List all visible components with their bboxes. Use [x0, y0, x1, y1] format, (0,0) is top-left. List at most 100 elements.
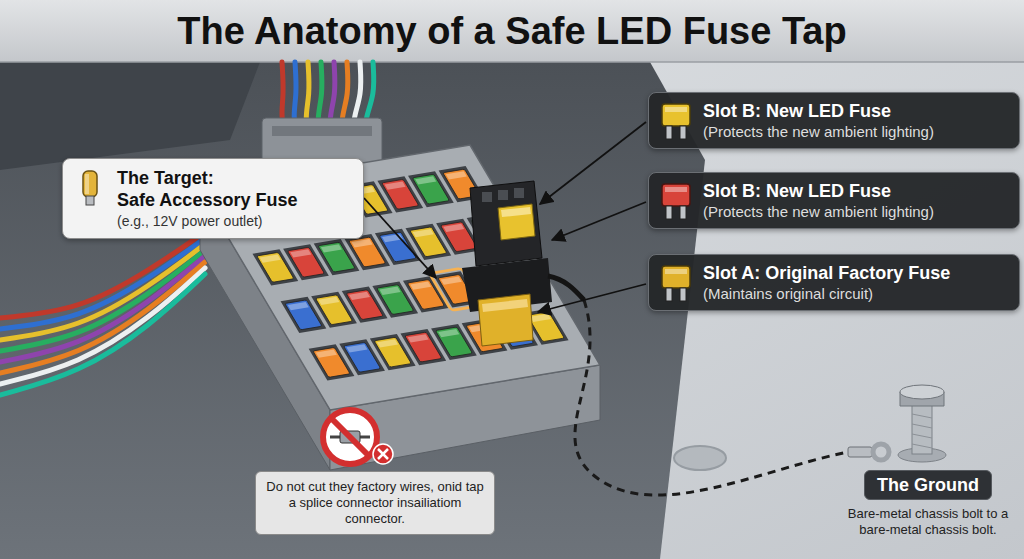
blade-fuse — [346, 344, 367, 352]
blade-fuse — [443, 224, 464, 232]
fuse-icon — [660, 264, 692, 304]
leader-line — [552, 202, 646, 240]
blade-fuse — [377, 339, 398, 347]
harness-wire — [0, 274, 205, 395]
fuse-icon — [660, 182, 692, 222]
blade-fuse — [446, 171, 467, 179]
chassis-bolt — [898, 385, 946, 462]
fuse-icon — [666, 288, 672, 301]
callout-heading: The Ground — [864, 470, 992, 500]
fuse-icon — [666, 206, 672, 219]
prohibition-sign — [378, 449, 388, 459]
prohibition-sign — [378, 449, 388, 459]
ring-terminal — [848, 444, 889, 460]
callout-heading: Safe Accessory Fuse — [117, 189, 353, 211]
harness-wire — [0, 244, 205, 340]
blade-fuse — [321, 244, 342, 252]
fuse-icon — [665, 187, 687, 192]
callout-heading: The Target: — [117, 167, 353, 189]
fuse-tap — [482, 192, 492, 202]
fuse-tap — [478, 294, 533, 346]
warning-box: Do not cut they factory wires, onid tap … — [255, 471, 495, 535]
diagram-title: The Anatomy of a Safe LED Fuse Tap — [0, 9, 1024, 53]
fuse-tap — [482, 299, 528, 312]
prohibition-sign — [323, 410, 377, 464]
blade-fuse — [290, 249, 311, 257]
blade-fuse — [413, 229, 434, 237]
blade-fuse — [288, 302, 309, 310]
fuse-icon — [665, 269, 687, 274]
blade-fuse — [438, 329, 459, 337]
ring-terminal — [873, 444, 889, 460]
fuse-tap — [498, 190, 508, 200]
callout-heading: Slot A: Original Factory Fuse — [703, 262, 1009, 284]
fuse-tap — [514, 188, 524, 198]
prohibition-sign — [331, 418, 369, 456]
fuse-tap — [501, 207, 531, 217]
floor-hole — [674, 446, 726, 470]
leader-line — [364, 198, 436, 278]
blade-fuse — [349, 292, 370, 300]
title-rule — [0, 61, 1024, 63]
callout-box: Slot B: New LED Fuse(Protects the new am… — [648, 92, 1020, 149]
callout-box: Slot A: Original Factory Fuse(Maintains … — [648, 254, 1020, 311]
prohibition-sign — [373, 444, 393, 464]
ground-wire — [575, 300, 848, 495]
fuse-icon — [660, 102, 692, 142]
fuse-icon — [85, 174, 89, 194]
fuse-icon — [660, 102, 692, 142]
callout-note: Bare-metal chassis bolt to a bare-metal … — [836, 506, 1020, 538]
fuse-tap — [462, 258, 552, 312]
chassis-bolt — [912, 434, 932, 438]
callout-heading: Slot B: New LED Fuse — [703, 100, 1009, 122]
blade-fuse — [260, 254, 281, 262]
callout-box: Slot B: New LED Fuse(Protects the new am… — [648, 172, 1020, 229]
callout-note: (Maintains original circuit) — [703, 284, 1009, 303]
fuse-icon — [86, 196, 94, 205]
fuse-icon — [680, 126, 686, 139]
ring-terminal — [848, 447, 872, 457]
fuse-icon — [74, 168, 106, 208]
blade-fuse — [441, 276, 462, 284]
fuse-icon — [662, 266, 690, 288]
dashboard-shadow — [0, 62, 260, 170]
leader-line — [540, 122, 646, 204]
fuse-tap — [470, 181, 542, 266]
prohibition-sign — [323, 410, 393, 464]
blade-fuse — [410, 282, 431, 290]
chassis-bolt — [912, 404, 932, 454]
leader-line — [538, 284, 646, 312]
chassis-bolt — [912, 424, 932, 428]
callout-note: (Protects the new ambient lighting) — [703, 122, 1009, 141]
fuse-icon — [662, 104, 690, 126]
fuse-icon — [74, 168, 106, 208]
fuse-tap — [462, 181, 584, 346]
callout-box: The Target:Safe Accessory Fuse(e.g., 12V… — [62, 158, 364, 239]
blade-fuse — [385, 181, 406, 189]
blade-fuse — [316, 349, 337, 357]
blade-fuse — [379, 287, 400, 295]
leader-line — [364, 122, 646, 312]
harness-wire — [0, 268, 205, 384]
fuse-icon — [665, 107, 687, 112]
fuse-icon — [680, 288, 686, 301]
title-bar — [0, 0, 1024, 62]
fuse-icon — [680, 206, 686, 219]
warning-text: Do not cut they factory wires, onid tap … — [265, 479, 485, 527]
fuse-icon — [83, 171, 97, 197]
ground-callout: The GroundBare-metal chassis bolt to a b… — [836, 470, 1020, 538]
callout-note: (e.g., 12V power outlet) — [117, 212, 353, 230]
fuse-icon — [662, 184, 690, 206]
fuse-icon — [666, 126, 672, 139]
callout-heading: Slot B: New LED Fuse — [703, 180, 1009, 202]
blade-fuse — [408, 334, 429, 342]
fuse-icon — [660, 182, 692, 222]
chassis-bolt — [900, 385, 944, 399]
blade-fuse — [415, 176, 436, 184]
chassis-bolt — [912, 444, 932, 448]
blade-fuse — [318, 297, 339, 305]
blade-fuse — [530, 314, 551, 322]
harness-connector — [272, 126, 372, 136]
